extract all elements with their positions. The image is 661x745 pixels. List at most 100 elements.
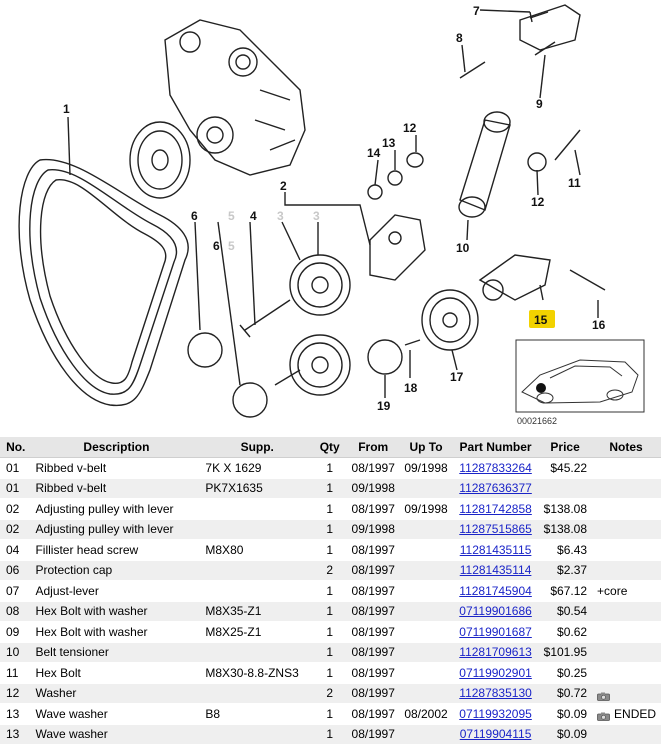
cell-supplement: [201, 560, 314, 581]
car-location-inset: [515, 339, 645, 413]
cell-price: $138.08: [539, 519, 592, 540]
part-number-link[interactable]: 11281709613: [459, 645, 532, 660]
callout-7[interactable]: 7: [473, 4, 480, 18]
callout-16[interactable]: 16: [592, 318, 606, 332]
header-price: Price: [539, 437, 592, 458]
cell-notes: [591, 724, 661, 745]
cell-supplement: M8X25-Z1: [201, 621, 314, 643]
callout-5a[interactable]: 5: [228, 209, 235, 223]
cell-description: Adjust-lever: [31, 580, 202, 602]
cell-from: 08/1997: [346, 580, 401, 602]
part-number-link[interactable]: 07119901687: [459, 624, 532, 639]
callout-6a[interactable]: 6: [191, 209, 198, 223]
callout-1[interactable]: 1: [63, 102, 70, 116]
part-number-link[interactable]: 11281435114: [459, 563, 532, 578]
cell-description: Hex Bolt with washer: [31, 621, 202, 643]
part-number-link[interactable]: 07119904115: [459, 727, 532, 742]
part-number-link[interactable]: 11281435115: [459, 542, 532, 557]
callout-3b[interactable]: 3: [313, 209, 320, 223]
price-value: $45.22: [550, 460, 588, 475]
cell-price: $138.08: [539, 498, 592, 520]
cell-qty: 2: [313, 560, 347, 581]
cell-no: 02: [0, 519, 32, 540]
cell-description: Adjusting pulley with lever: [31, 498, 202, 520]
fillister-screw-drawing: [239, 299, 291, 338]
lever-bracket-drawing: [369, 214, 426, 281]
cell-up-to: [400, 478, 452, 499]
cell-notes: [591, 621, 661, 643]
cell-supplement: 7K X 1629: [201, 457, 314, 479]
cell-price: [539, 478, 592, 499]
callout-13[interactable]: 13: [382, 136, 396, 150]
callout-18[interactable]: 18: [404, 381, 418, 395]
callout-9[interactable]: 9: [536, 97, 543, 111]
cell-price: $0.09: [539, 724, 592, 745]
protection-cap-drawing-3: [367, 339, 403, 375]
cell-part-number: 07119902901: [451, 662, 540, 684]
cell-up-to: [400, 621, 452, 643]
cell-notes: [591, 539, 661, 561]
cell-up-to: 09/1998: [400, 498, 452, 520]
part-number-link[interactable]: 07119932095: [459, 706, 532, 721]
adjusting-pulley-lower-drawing: [289, 334, 351, 396]
callout-8[interactable]: 8: [456, 31, 463, 45]
callout-5b[interactable]: 5: [228, 239, 235, 253]
callout-14[interactable]: 14: [367, 146, 381, 160]
cell-no: 09: [0, 621, 32, 643]
callout-6b[interactable]: 6: [213, 239, 220, 253]
part-number-link[interactable]: 11287636377: [459, 481, 532, 496]
cell-no: 06: [0, 560, 32, 581]
bolt-18-drawing: [404, 339, 421, 346]
adjusting-pulley-upper-drawing: [289, 254, 351, 316]
callout-2[interactable]: 2: [280, 179, 287, 193]
part-number-link[interactable]: 11287833264: [459, 460, 532, 475]
hex-bolt-16-drawing: [569, 269, 606, 291]
callout-10[interactable]: 10: [456, 241, 470, 255]
cell-up-to: [400, 601, 452, 622]
cell-up-to: 09/1998: [400, 457, 452, 479]
part-number-link[interactable]: 11287515865: [459, 522, 532, 537]
part-number-link[interactable]: 07119901686: [459, 604, 532, 619]
belt-tensioner-drawing: [458, 111, 511, 218]
cell-part-number: 11281745904: [451, 580, 540, 602]
wave-washer-drawing: [387, 170, 403, 186]
cell-no: 02: [0, 498, 32, 520]
cell-qty: 1: [313, 457, 347, 479]
cell-part-number: 11287835130: [451, 683, 540, 704]
camera-icon[interactable]: [597, 710, 610, 721]
part-number-link[interactable]: 07119902901: [459, 665, 532, 680]
cell-description: Hex Bolt with washer: [31, 601, 202, 622]
price-value: $0.25: [557, 665, 588, 680]
cell-from: 08/1997: [346, 601, 401, 622]
callout-11[interactable]: 11: [568, 176, 581, 190]
cell-price: $0.62: [539, 621, 592, 643]
part-number-link[interactable]: 11281742858: [459, 501, 532, 516]
callout-3a[interactable]: 3: [277, 209, 284, 223]
part-number-link[interactable]: 11287835130: [459, 686, 532, 701]
callout-4[interactable]: 4: [250, 209, 257, 223]
cell-part-number: 11287515865: [451, 519, 540, 540]
callout-19[interactable]: 19: [377, 399, 391, 413]
bracket-washer-drawing: [482, 279, 504, 301]
cell-part-number: 07119932095: [451, 703, 540, 725]
cell-supplement: [201, 580, 314, 602]
diagram-reference-id: 00021662: [517, 416, 557, 426]
callout-15[interactable]: 15: [534, 313, 548, 327]
notes-text: +core: [597, 583, 628, 598]
camera-icon[interactable]: [597, 690, 610, 701]
header-supplement: Supp.: [201, 437, 314, 458]
callout-17[interactable]: 17: [450, 370, 464, 384]
washer-drawing: [406, 152, 424, 168]
callout-12b[interactable]: 12: [531, 195, 545, 209]
cell-qty: 2: [313, 683, 347, 704]
cell-notes: [591, 560, 661, 581]
part-number-link[interactable]: 11281745904: [459, 583, 532, 598]
cell-qty: 1: [313, 498, 347, 520]
cell-no: 01: [0, 478, 32, 499]
callout-12a[interactable]: 12: [403, 121, 417, 135]
cell-up-to: [400, 519, 452, 540]
adjust-lever-drawing: [519, 4, 581, 51]
cell-from: 09/1998: [346, 478, 401, 499]
